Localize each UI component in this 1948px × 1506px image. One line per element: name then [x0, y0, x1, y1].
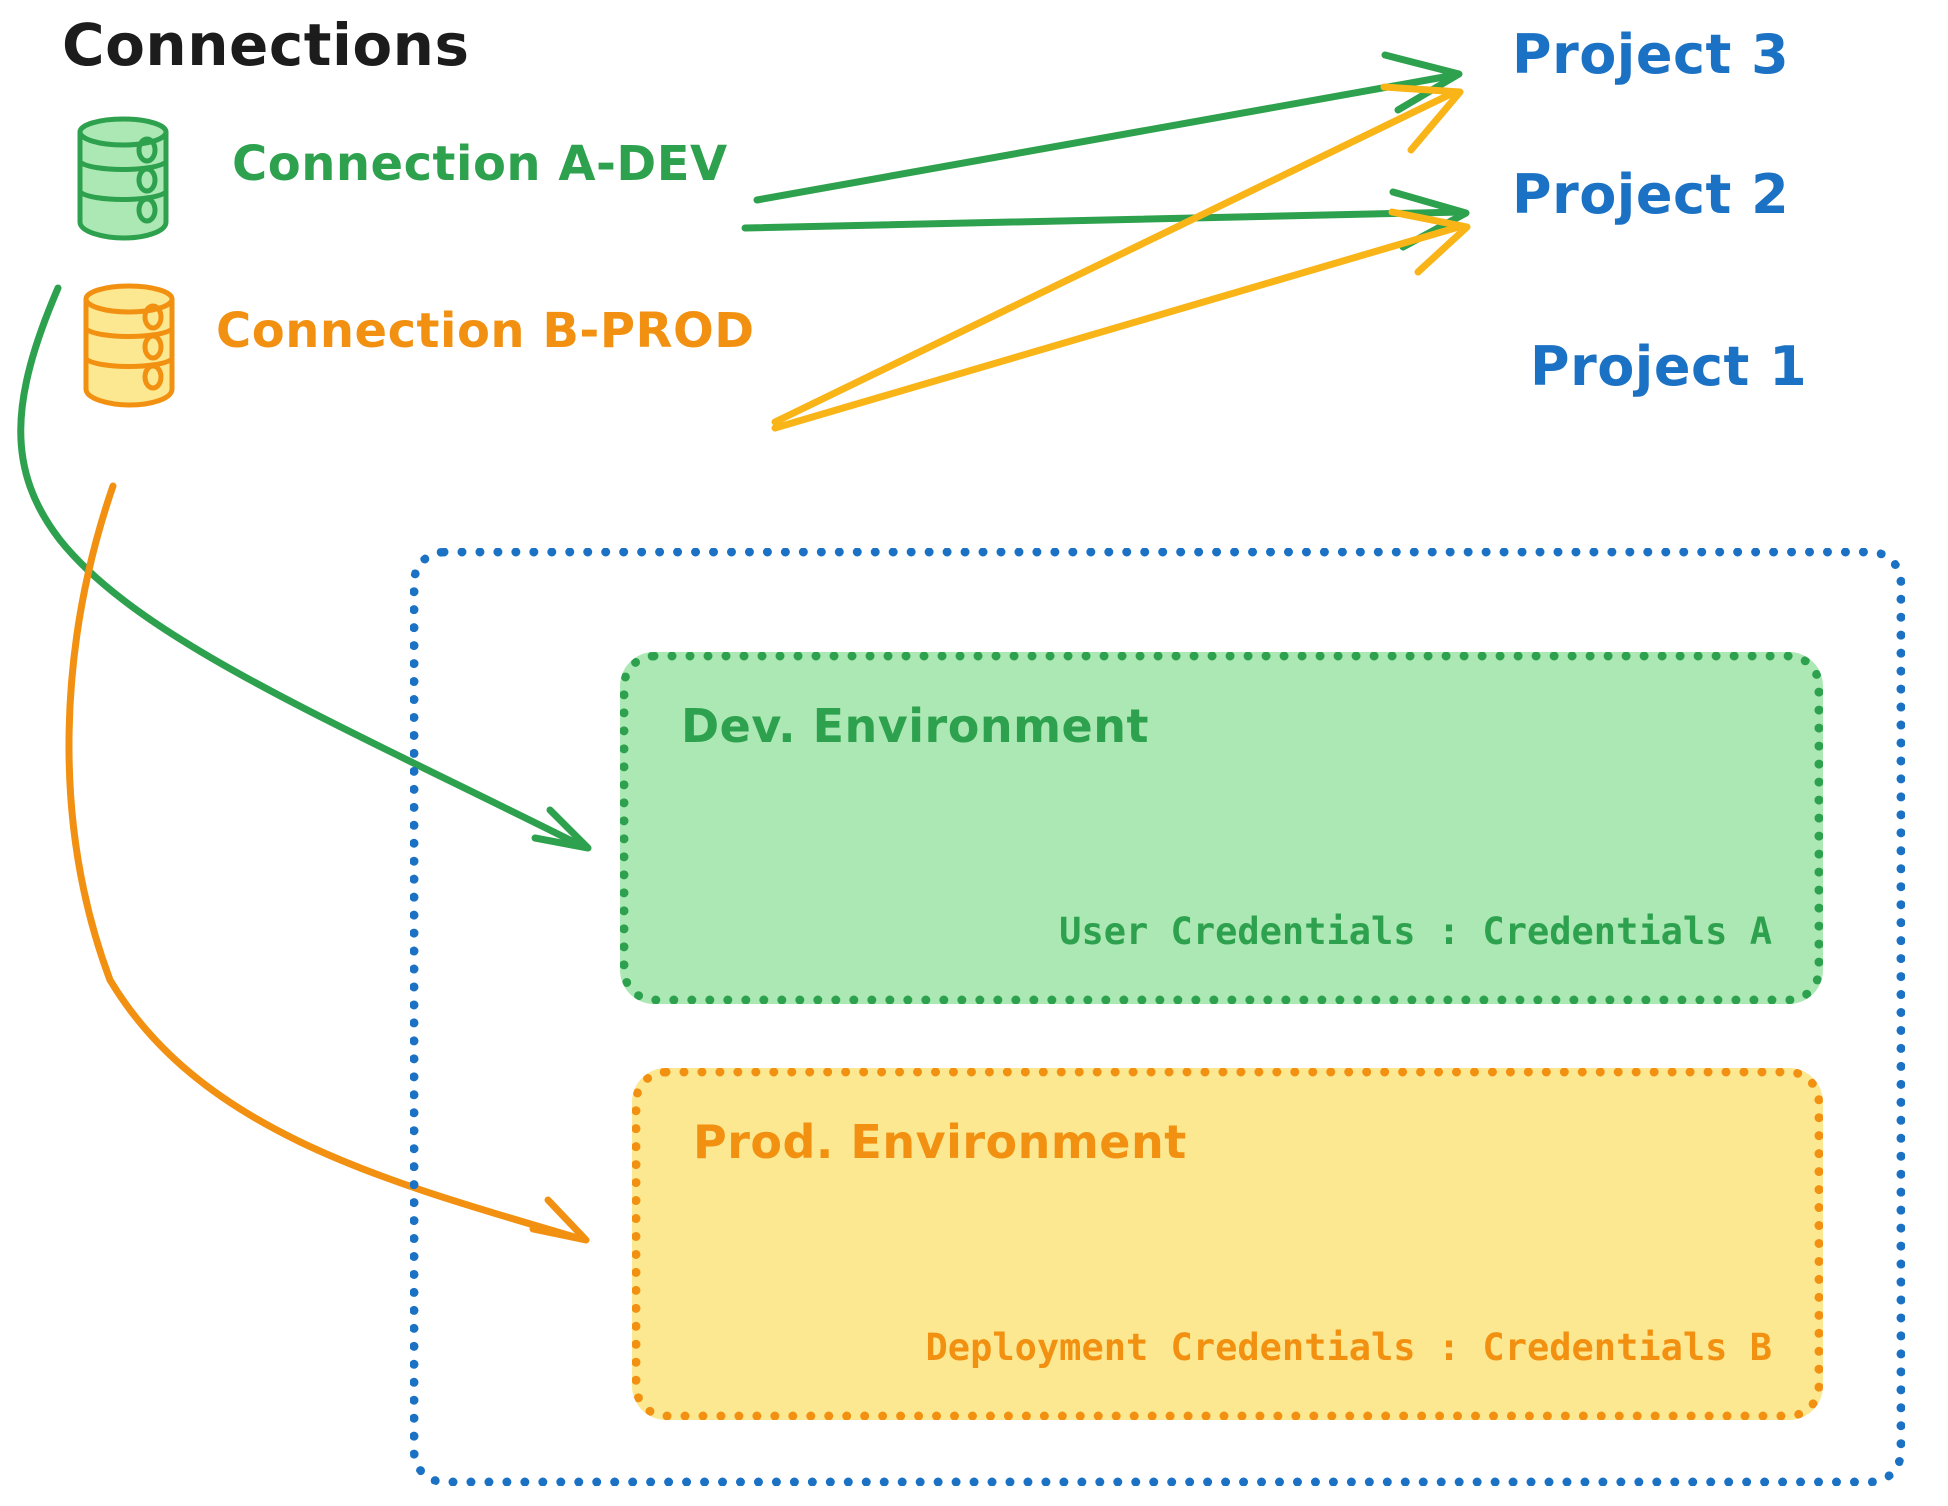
dev-environment-box: Dev. Environment User Credentials : Cred… [620, 652, 1823, 1004]
dev-environment-credentials: User Credentials : Credentials A [1059, 910, 1772, 953]
edge-a-dev-to-project-3 [753, 51, 1463, 204]
edge-b-prod-to-project-2 [771, 208, 1471, 432]
database-icon-a-dev [77, 116, 169, 241]
edge-a-dev-to-project-2 [741, 188, 1470, 251]
edge-b-prod-to-project-3 [771, 83, 1464, 426]
page-title: Connections [62, 11, 470, 79]
connection-label-b-prod: Connection B-PROD [216, 303, 755, 359]
connection-label-a-dev: Connection A-DEV [232, 136, 728, 192]
project-label-2: Project 2 [1512, 163, 1790, 226]
prod-environment-title: Prod. Environment [693, 1115, 1187, 1169]
dev-environment-title: Dev. Environment [681, 699, 1149, 753]
prod-environment-box: Prod. Environment Deployment Credentials… [632, 1068, 1823, 1420]
project-label-3: Project 3 [1512, 23, 1790, 86]
project-label-1: Project 1 [1530, 335, 1808, 398]
prod-environment-credentials: Deployment Credentials : Credentials B [925, 1326, 1772, 1369]
database-icon-b-prod [83, 283, 175, 408]
project-1-container [410, 548, 1905, 1486]
